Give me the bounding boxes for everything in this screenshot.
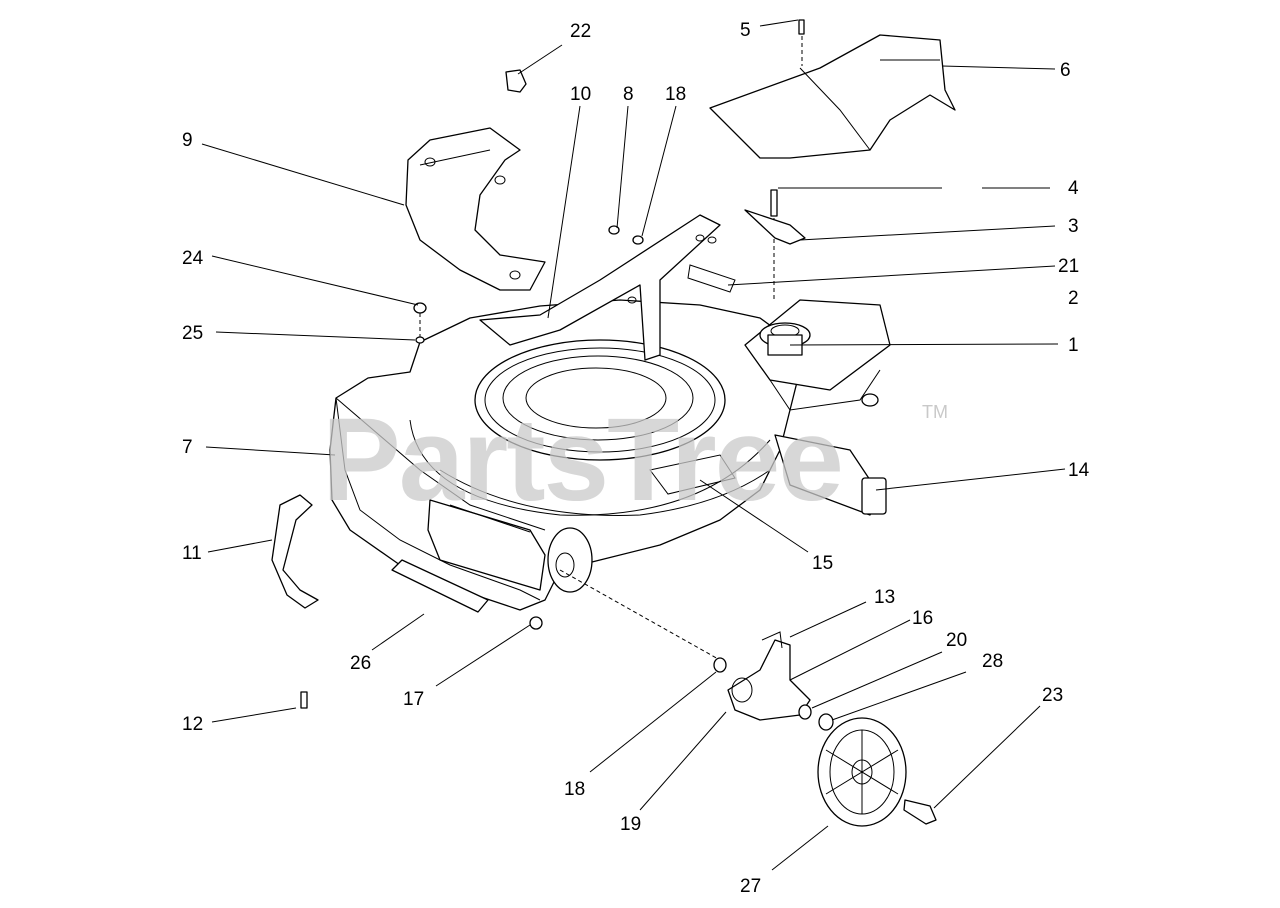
callout-26: 26	[350, 653, 371, 674]
callout-25: 25	[182, 323, 203, 344]
callout-1: 1	[1068, 335, 1079, 356]
callout-10: 10	[570, 84, 591, 105]
callout-27: 27	[740, 876, 761, 897]
wheel-assembly	[559, 569, 937, 827]
leader-lines	[201, 19, 1066, 871]
callout-14: 14	[1068, 460, 1090, 481]
callout-28: 28	[982, 651, 1003, 672]
callout-6: 6	[1060, 60, 1071, 81]
callout-8: 8	[623, 84, 634, 105]
rear-flap-6	[709, 34, 956, 159]
callout-2: 2	[1068, 288, 1079, 309]
callout-9: 9	[182, 130, 193, 151]
callout-7: 7	[182, 437, 193, 458]
callout-24: 24	[182, 248, 204, 269]
callout-labels: 22 5 6 10 8 18 9 4 3 24 21 2 25 1 7 14 1…	[182, 20, 1090, 897]
callout-19: 19	[620, 814, 641, 835]
callout-20: 20	[946, 630, 967, 651]
watermark: PartsTree TM	[322, 394, 948, 526]
watermark-trademark: TM	[922, 402, 948, 422]
callout-18-upper: 18	[665, 84, 686, 105]
callout-18-lower: 18	[564, 779, 585, 800]
callout-11: 11	[182, 543, 202, 564]
callout-22: 22	[570, 21, 591, 42]
callout-21: 21	[1058, 256, 1079, 277]
chute-deflector-9	[405, 127, 546, 291]
callout-13: 13	[874, 587, 895, 608]
small-hardware	[271, 19, 806, 709]
callout-5: 5	[740, 20, 751, 41]
callout-17: 17	[403, 689, 424, 710]
callout-12: 12	[182, 714, 203, 735]
callout-16: 16	[912, 608, 933, 629]
callout-3: 3	[1068, 216, 1079, 237]
mower-deck-7	[329, 299, 891, 630]
handle-bracket-10	[479, 214, 736, 361]
watermark-brand: PartsTree	[322, 394, 842, 526]
callout-23: 23	[1042, 685, 1063, 706]
callout-15: 15	[812, 553, 833, 574]
callout-4: 4	[1068, 178, 1079, 199]
